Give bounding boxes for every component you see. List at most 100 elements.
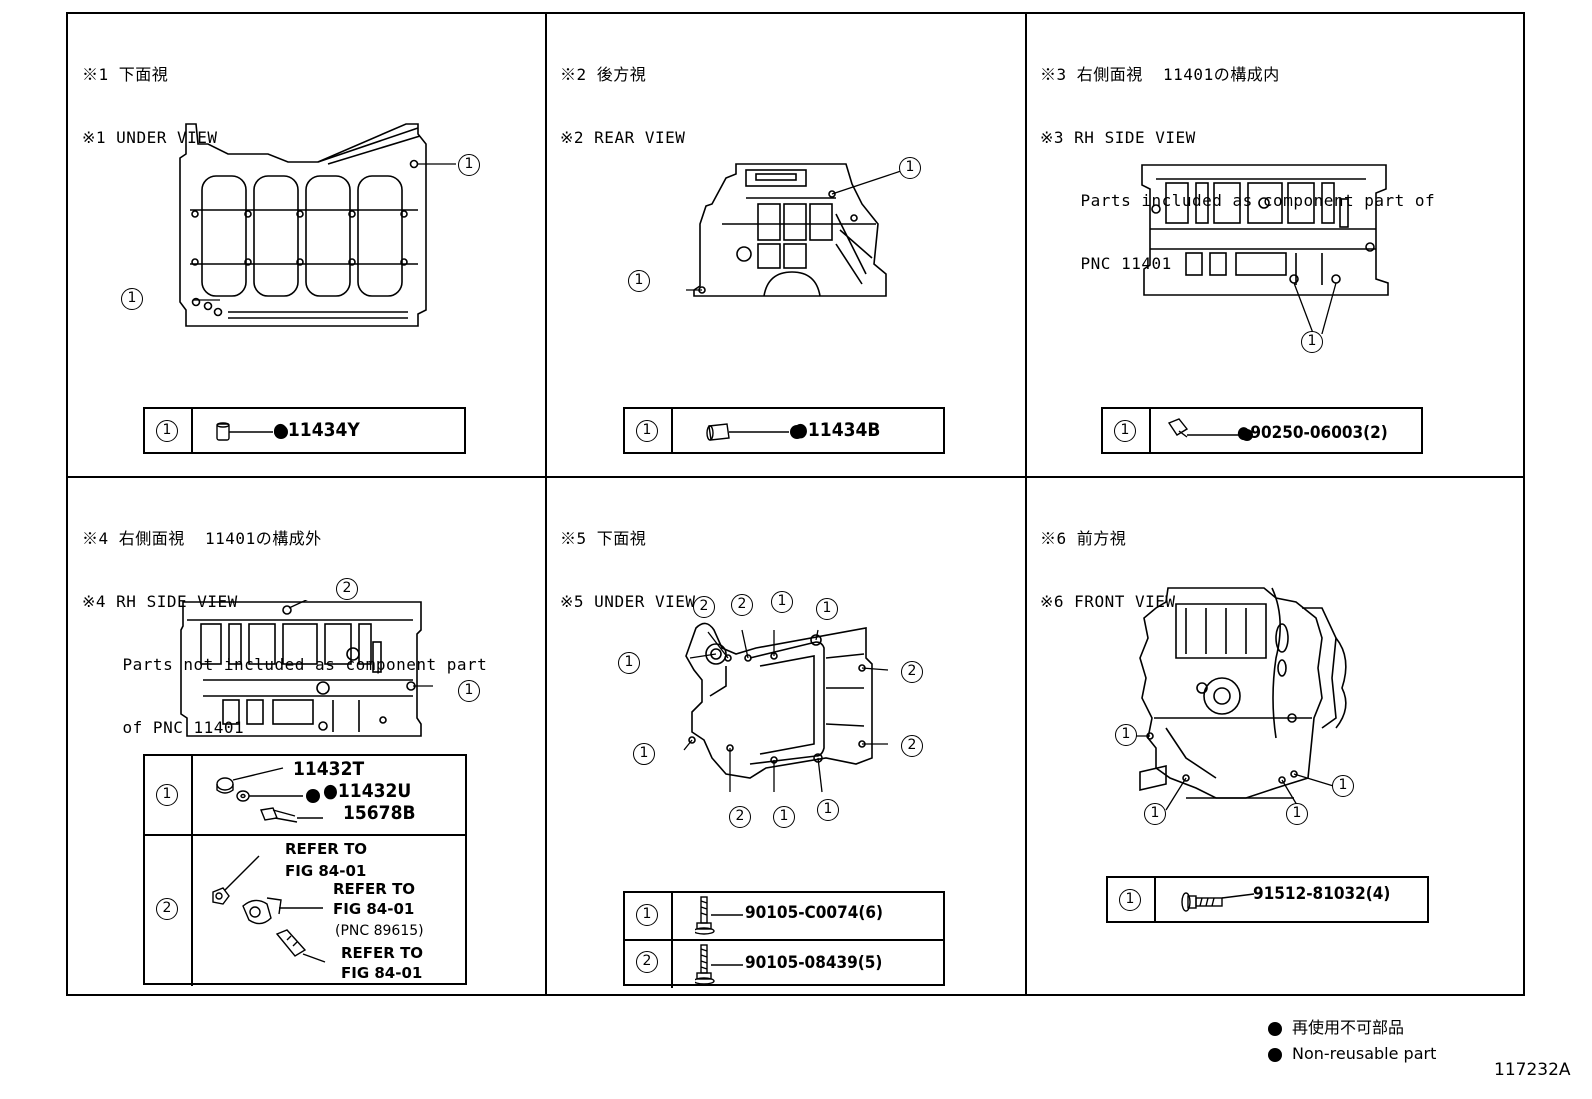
- parts-table: 1 ●11434B: [623, 407, 945, 454]
- panel-front-view-6: ※6 前方視 ※6 FRONT VIEW: [1026, 478, 1525, 996]
- index-circle: 1: [636, 904, 658, 926]
- panel-under-view-5: ※5 下面視 ※5 UNDER VIEW: [546, 478, 1024, 996]
- parts-row: 1 91512-81032(4): [1108, 878, 1427, 923]
- drain-plug-gasket-union-icon: [216, 767, 323, 823]
- reference-note: FIG 84-01: [285, 862, 367, 880]
- callout-1: 1: [1332, 775, 1354, 797]
- index-circle: 2: [636, 951, 658, 973]
- callout-2: 2: [729, 806, 751, 828]
- part-number: 15678B: [343, 802, 416, 824]
- header-line: ※2 後方視: [560, 65, 647, 84]
- reference-note: FIG 84-01: [333, 900, 415, 918]
- divider: [68, 476, 1523, 478]
- cylinder-block-rear-view-drawing: [686, 163, 906, 297]
- parts-row: 1 ●11434Y: [145, 409, 464, 454]
- parts-row: 2 90105-08439(5): [625, 939, 943, 988]
- callout-2: 2: [693, 596, 715, 618]
- non-reusable-dot-icon: [1268, 1047, 1282, 1062]
- callout-1: 1: [773, 806, 795, 828]
- callout-1: 1: [121, 288, 143, 310]
- sleeve-plug-icon: [216, 422, 288, 441]
- row-index-cell: 1: [145, 756, 193, 834]
- part-number: ●90250-06003(2): [1237, 423, 1388, 443]
- callout-1: 1: [817, 799, 839, 821]
- callout-1: 1: [458, 680, 480, 702]
- header-line: ※2 REAR VIEW: [560, 128, 686, 147]
- callout-2: 2: [901, 661, 923, 683]
- header-line: ※5 UNDER VIEW: [560, 592, 696, 611]
- header-line: ※3 右側面視 11401の構成内: [1040, 65, 1280, 84]
- part-number: 91512-81032(4): [1253, 884, 1391, 904]
- header-line: ※6 前方視: [1040, 529, 1127, 548]
- header-line: PNC 11401: [1040, 254, 1172, 273]
- callout-1: 1: [1286, 803, 1308, 825]
- index-circle: 1: [156, 420, 178, 442]
- parts-row: 1 11432T ●11432U 15678B: [145, 756, 465, 834]
- parts-row: 1 90105-C0074(6): [625, 893, 943, 939]
- callout-1: 1: [816, 598, 838, 620]
- header-line: ※6 FRONT VIEW: [1040, 592, 1176, 611]
- figure-number: 117232A: [1494, 1060, 1571, 1080]
- cylinder-block-rh-side-drawing: [1141, 164, 1389, 334]
- divider: [1025, 14, 1027, 994]
- row-index-cell: 1: [625, 893, 673, 939]
- bolt-icon: [1181, 892, 1255, 912]
- non-reusable-dot-icon: [1268, 1021, 1282, 1036]
- callout-1: 1: [633, 743, 655, 765]
- part-number: ●11434B: [793, 419, 881, 441]
- parts-row: 1 ●11434B: [625, 409, 943, 454]
- parts-row: 2 REFER TO FIG 84-01 REFER TO FIG 84-01 …: [145, 834, 465, 986]
- reference-note: FIG 84-01: [341, 964, 423, 982]
- part-number: 11432T: [293, 758, 365, 780]
- divider: [545, 14, 547, 994]
- index-circle: 1: [1119, 889, 1141, 911]
- legend: 再使用不可部品 Non-reusable part: [1268, 1016, 1436, 1068]
- row-index-cell: 2: [625, 941, 673, 988]
- panel-rh-side-view-3: ※3 右側面視 11401の構成内 ※3 RH SIDE VIEW Parts …: [1026, 14, 1525, 476]
- header-line: ※3 RH SIDE VIEW: [1040, 128, 1196, 147]
- reference-note: REFER TO: [333, 880, 416, 898]
- diagram-sheet: ※1 下面視 ※1 UNDER VIEW: [66, 12, 1525, 996]
- parts-table: 1 ●90250-06003(2): [1101, 407, 1423, 454]
- panel-rear-view-2: ※2 後方視 ※2 REAR VIEW 1 1: [546, 14, 1024, 476]
- row-index-cell: 1: [625, 409, 673, 454]
- cylinder-block-under-view-drawing: [683, 622, 889, 793]
- row-index-cell: 1: [1108, 878, 1156, 923]
- callout-1: 1: [618, 652, 640, 674]
- callout-1: 1: [771, 591, 793, 613]
- part-number: 90105-08439(5): [745, 953, 883, 973]
- callout-2: 2: [731, 594, 753, 616]
- index-circle: 2: [156, 898, 178, 920]
- cylinder-block-rh-side-drawing: [180, 600, 433, 737]
- row-index-cell: 2: [145, 836, 193, 986]
- reference-note: REFER TO: [285, 840, 368, 858]
- callout-1: 1: [1115, 724, 1137, 746]
- parts-table: 1 11432T ●11432U 15678B 2: [143, 754, 467, 986]
- parts-row: 1 ●90250-06003(2): [1103, 409, 1421, 454]
- bolt-icon: [695, 896, 743, 935]
- row-index-cell: 1: [145, 409, 193, 454]
- panel-under-view-1: ※1 下面視 ※1 UNDER VIEW: [68, 14, 544, 476]
- part-number: 90105-C0074(6): [745, 903, 883, 923]
- legend-text: Non-reusable part: [1292, 1044, 1437, 1063]
- reference-note: (PNC 89615): [335, 923, 424, 939]
- callout-1: 1: [899, 157, 921, 179]
- index-circle: 1: [156, 784, 178, 806]
- part-number: ●11432U: [323, 780, 412, 802]
- callout-2: 2: [336, 578, 358, 600]
- legend-text: 再使用不可部品: [1292, 1018, 1405, 1037]
- parts-table: 1 91512-81032(4): [1106, 876, 1429, 923]
- callout-1: 1: [458, 154, 480, 176]
- parts-table: 1 ●11434Y: [143, 407, 466, 454]
- callout-1: 1: [1301, 331, 1323, 353]
- callout-1: 1: [628, 270, 650, 292]
- callout-1: 1: [1144, 803, 1166, 825]
- index-circle: 1: [1114, 420, 1136, 442]
- part-number: ●11434Y: [273, 419, 360, 441]
- parts-table: 1 90105-C0074(6) 2 90105-08439(5): [623, 891, 945, 988]
- legend-item: Non-reusable part: [1268, 1042, 1436, 1068]
- header-line: ※4 右側面視 11401の構成外: [82, 529, 322, 548]
- header-line: of PNC 11401: [82, 718, 245, 737]
- cylinder-block-front-view-drawing: [1126, 587, 1347, 811]
- row-index-cell: 1: [1103, 409, 1151, 454]
